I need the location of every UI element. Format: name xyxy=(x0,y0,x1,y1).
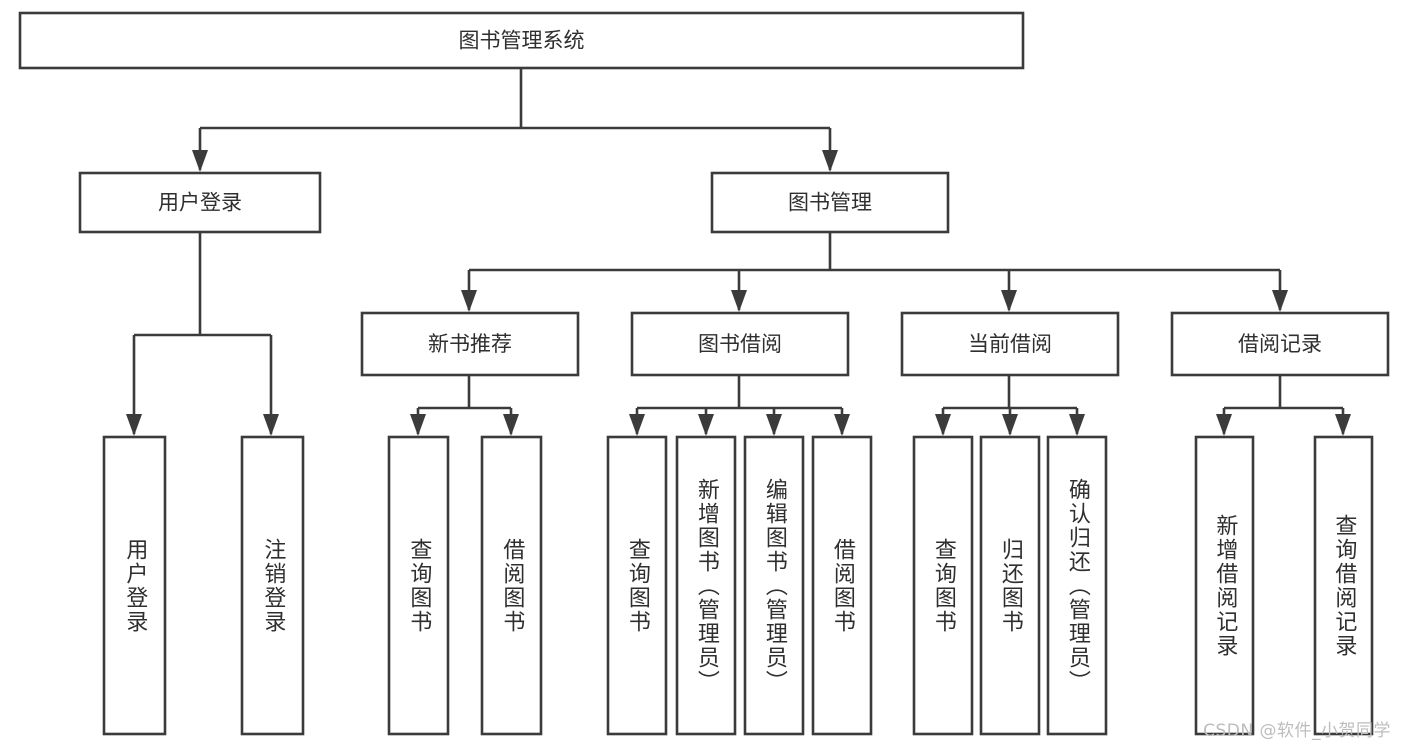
node-root[interactable]: 图书管理系统 xyxy=(18,11,1025,70)
node-leaf-confirm-return-admin[interactable] xyxy=(1046,435,1108,736)
node-leaf-edit-book-admin[interactable] xyxy=(743,435,805,736)
node-leaf-query-book-borrow[interactable] xyxy=(606,435,668,736)
node-box-leaf-query-book-cur xyxy=(912,435,974,736)
arrow-leaf-add-borrow-record-icon xyxy=(1216,414,1232,436)
arrow-leaf-add-book-admin-icon xyxy=(698,414,714,436)
node-user-login[interactable]: 用户登录 xyxy=(78,171,322,234)
node-box-leaf-edit-book-admin xyxy=(743,435,805,736)
node-label-root: 图书管理系统 xyxy=(459,29,585,53)
node-leaf-borrow-book[interactable] xyxy=(811,435,873,736)
node-box-leaf-query-borrow-record xyxy=(1313,435,1374,736)
arrow-new-book-icon xyxy=(461,290,477,312)
node-box-leaf-query-book-borrow xyxy=(606,435,668,736)
node-box-leaf-borrow-book-rec xyxy=(480,435,543,736)
node-leaf-user-login[interactable] xyxy=(102,435,167,736)
node-box-leaf-add-borrow-record xyxy=(1194,435,1255,736)
node-box-leaf-add-book-admin xyxy=(675,435,737,736)
node-box-borrow-record xyxy=(1170,311,1390,377)
node-box-user-login xyxy=(78,171,322,234)
node-box-new-book-recommend xyxy=(360,311,580,377)
node-leaf-query-book-cur[interactable] xyxy=(912,435,974,736)
node-book-management[interactable]: 图书管理 xyxy=(710,171,950,234)
arrow-leaf-borrow-book-rec-icon xyxy=(503,414,519,436)
arrow-leaf-query-borrow-record-icon xyxy=(1335,414,1351,436)
node-box-leaf-user-logout xyxy=(240,435,305,736)
node-box-root xyxy=(18,11,1025,70)
arrow-borrow-record-icon xyxy=(1272,290,1288,312)
arrow-layer xyxy=(126,150,1351,436)
node-leaf-add-book-admin[interactable] xyxy=(675,435,737,736)
node-box-book-management xyxy=(710,171,950,234)
node-label-user-login: 用户登录 xyxy=(158,191,242,215)
node-leaf-return-book[interactable] xyxy=(979,435,1041,736)
node-box-leaf-user-login xyxy=(102,435,167,736)
node-label-borrow-record: 借阅记录 xyxy=(1238,332,1322,356)
node-label-book-borrow: 图书借阅 xyxy=(698,332,782,356)
node-book-borrow[interactable]: 图书借阅 xyxy=(630,311,850,377)
node-box-leaf-confirm-return-admin xyxy=(1046,435,1108,736)
node-leaf-query-borrow-record[interactable] xyxy=(1313,435,1374,736)
arrow-leaf-query-book-borrow-icon xyxy=(629,414,645,436)
arrow-leaf-return-book-icon xyxy=(1002,414,1018,436)
node-leaf-add-borrow-record[interactable] xyxy=(1194,435,1255,736)
node-leaf-borrow-book-rec[interactable] xyxy=(480,435,543,736)
node-leaf-user-logout[interactable] xyxy=(240,435,305,736)
node-leaf-query-book-rec[interactable] xyxy=(387,435,450,736)
arrow-leaf-user-login-icon xyxy=(126,414,142,436)
node-box-current-borrow xyxy=(900,311,1120,377)
node-box-leaf-query-book-rec xyxy=(387,435,450,736)
arrow-book-borrow-icon xyxy=(731,290,747,312)
node-box-leaf-return-book xyxy=(979,435,1041,736)
arrow-leaf-query-book-rec-icon xyxy=(410,414,426,436)
arrow-leaf-confirm-return-icon xyxy=(1069,414,1085,436)
node-label-new-book-recommend: 新书推荐 xyxy=(428,332,512,356)
arrow-leaf-borrow-book-icon xyxy=(834,414,850,436)
node-label-book-management: 图书管理 xyxy=(788,191,872,215)
node-borrow-record[interactable]: 借阅记录 xyxy=(1170,311,1390,377)
arrow-leaf-edit-book-admin-icon xyxy=(766,414,782,436)
watermark-text: CSDN @软件_小贺同学 xyxy=(1203,721,1391,741)
node-current-borrow[interactable]: 当前借阅 xyxy=(900,311,1120,377)
connector-layer xyxy=(132,68,1345,434)
arrow-book-management-icon xyxy=(822,150,838,172)
arrow-leaf-user-logout-icon xyxy=(263,414,279,436)
node-new-book-recommend[interactable]: 新书推荐 xyxy=(360,311,580,377)
node-box-leaf-borrow-book xyxy=(811,435,873,736)
arrow-leaf-query-book-cur-icon xyxy=(935,414,951,436)
arrow-current-borrow-icon xyxy=(1001,290,1017,312)
node-label-current-borrow: 当前借阅 xyxy=(968,332,1052,356)
node-box-book-borrow xyxy=(630,311,850,377)
arrow-user-login-icon xyxy=(192,150,208,172)
